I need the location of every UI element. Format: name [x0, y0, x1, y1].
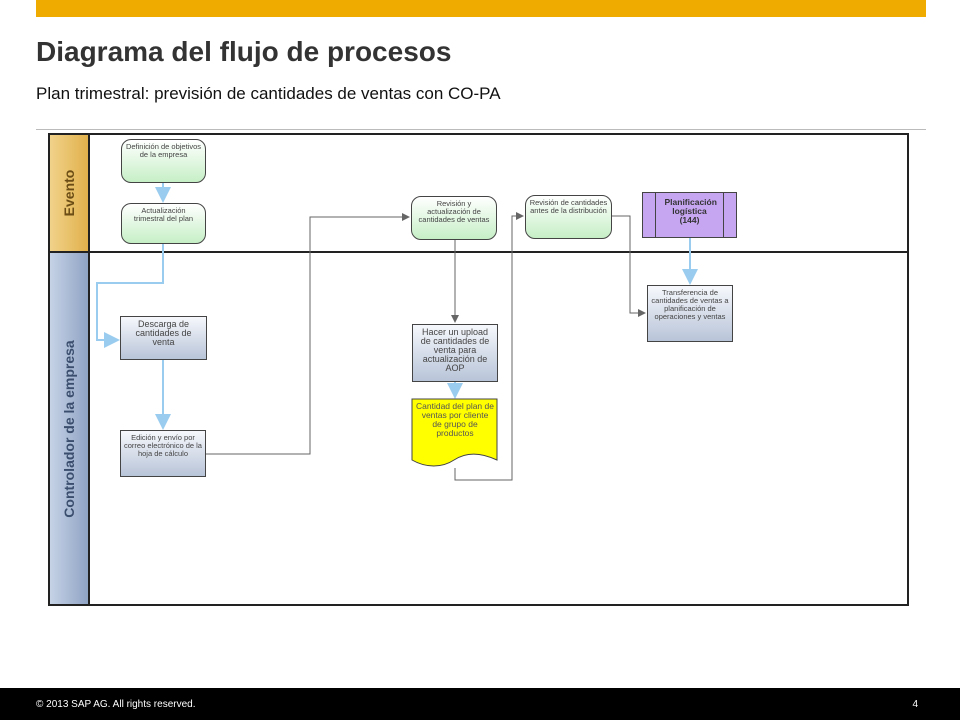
- page-subtitle: Plan trimestral: previsión de cantidades…: [36, 84, 501, 103]
- page-title: Diagrama del flujo de procesos: [36, 36, 452, 67]
- event-revision-distribucion[interactable]: Revisión de cantidades antes de la distr…: [525, 195, 612, 239]
- event-revision-distribucion-label: Revisión de cantidades antes de la distr…: [529, 198, 608, 215]
- task-descarga-cantidades[interactable]: Descarga de cantidades de venta: [120, 316, 207, 360]
- task-edicion-envio[interactable]: Edición y envío por correo electrónico d…: [120, 430, 206, 477]
- event-revision-ventas[interactable]: Revisión y actualización de cantidades d…: [411, 196, 497, 240]
- subprocess-bar-left: [655, 193, 656, 237]
- subprocess-bar-right: [723, 193, 724, 237]
- task-transferencia-cantidades[interactable]: Transferencia de cantidades de ventas a …: [647, 285, 733, 342]
- document-shape: [411, 398, 498, 467]
- header-divider: [36, 129, 926, 130]
- lane-controlador: Controlador de la empresa: [50, 253, 90, 604]
- event-definicion-objetivos[interactable]: Definición de objetivos de la empresa: [121, 139, 206, 183]
- task-descarga-cantidades-label: Descarga de cantidades de venta: [135, 319, 192, 347]
- subprocess-planificacion-logistica-label: Planificación logística (144): [664, 197, 717, 225]
- event-actualizacion-trimestral-label: Actualización trimestral del plan: [133, 206, 194, 223]
- subprocess-planificacion-logistica[interactable]: Planificación logística (144): [642, 192, 737, 238]
- document-cantidad-plan-label: Cantidad del plan de ventas por cliente …: [416, 401, 494, 438]
- footer-bar: © 2013 SAP AG. All rights reserved. 4: [0, 688, 960, 720]
- lane-evento: Evento: [50, 135, 90, 251]
- flow-cantidad-revisiondist: [454, 212, 524, 481]
- swimlane-frame: [48, 133, 909, 606]
- event-revision-ventas-label: Revisión y actualización de cantidades d…: [418, 199, 490, 224]
- event-actualizacion-trimestral[interactable]: Actualización trimestral del plan: [121, 203, 206, 244]
- task-upload-cantidades-label: Hacer un upload de cantidades de venta p…: [420, 327, 490, 373]
- flow-revisiondist-transferencia: [612, 215, 646, 317]
- flow-edicion-revision: [206, 213, 410, 455]
- accent-bar: [36, 0, 926, 17]
- task-transferencia-cantidades-label: Transferencia de cantidades de ventas a …: [651, 288, 729, 321]
- lane-divider: [48, 251, 909, 253]
- event-definicion-objetivos-label: Definición de objetivos de la empresa: [125, 142, 202, 159]
- task-edicion-envio-label: Edición y envío por correo electrónico d…: [124, 433, 202, 458]
- page-number: 4: [912, 699, 918, 710]
- task-upload-cantidades[interactable]: Hacer un upload de cantidades de venta p…: [412, 324, 498, 382]
- flow-actualizacion-descarga: [96, 244, 164, 348]
- footer-copyright: © 2013 SAP AG. All rights reserved.: [36, 699, 196, 710]
